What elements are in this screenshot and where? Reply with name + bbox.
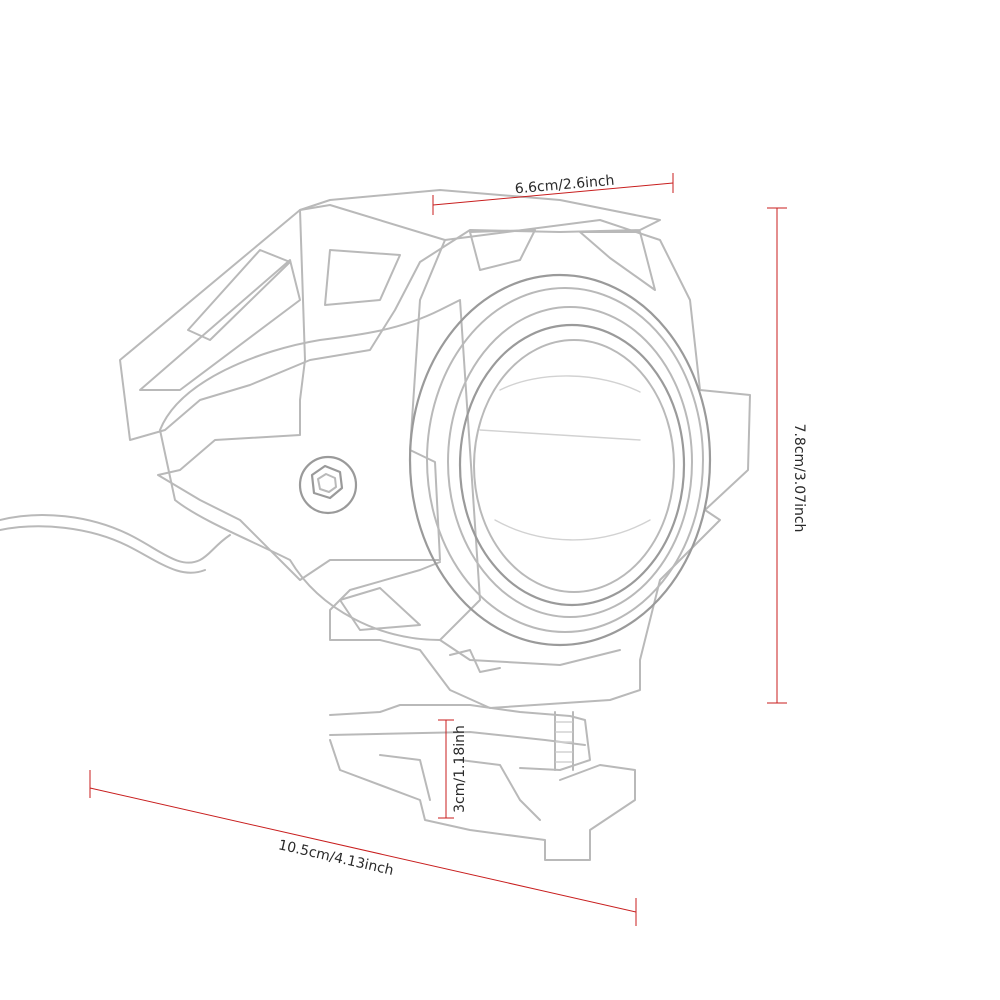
hex-bolt: [298, 455, 358, 515]
power-cable: [0, 514, 231, 564]
front-cage: [157, 204, 446, 581]
headlight-sketch: [0, 189, 751, 861]
dimension-label-mount-height: 3cm/1.18inh: [452, 725, 468, 813]
dimension-top-width: 6.6cm/2.6inch: [432, 173, 674, 215]
dimension-depth: 10.5cm/4.13inch: [89, 770, 637, 926]
mounting-bracket: [329, 704, 636, 861]
dimension-mount-height: 3cm/1.18inh: [438, 719, 468, 819]
dimension-height: 7.8cm/3.07inch: [767, 207, 807, 704]
lens-assembly: [408, 273, 712, 647]
rear-shroud: [119, 189, 661, 441]
dimension-label-height: 7.8cm/3.07inch: [791, 424, 807, 533]
lamp-housing: [159, 299, 481, 641]
dimension-label-top-width: 6.6cm/2.6inch: [514, 173, 615, 198]
